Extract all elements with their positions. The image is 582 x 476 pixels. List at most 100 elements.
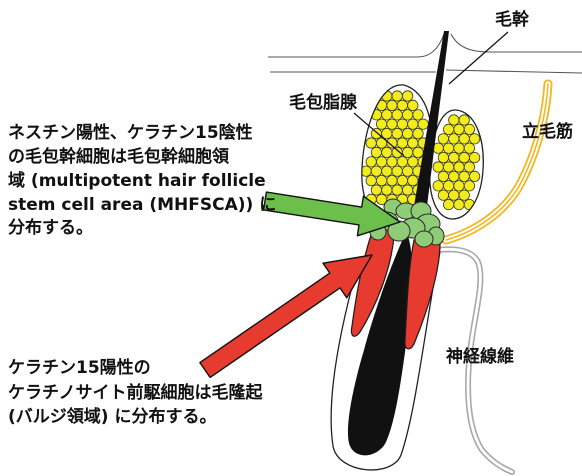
sebum-cell	[397, 138, 407, 148]
sebum-cell	[376, 175, 386, 185]
sebum-cell	[413, 147, 423, 157]
sebum-cell	[392, 110, 402, 120]
sebum-cell	[438, 134, 448, 144]
sebum-cell	[459, 115, 469, 125]
sebum-cell	[392, 128, 402, 138]
sebum-cell	[443, 143, 453, 153]
sebum-cell	[454, 181, 464, 191]
epidermis-lower-line-right	[446, 70, 582, 73]
sebum-cell	[443, 162, 453, 172]
stem-cell-note: ネスチン陽性、ケラチン15陰性 の毛包幹細胞は毛包幹細胞領 域 (multipo…	[8, 122, 276, 238]
sebum-cell	[433, 181, 443, 191]
sebum-cell	[464, 124, 474, 134]
sebum-cell	[366, 175, 376, 185]
sebum-cell	[449, 171, 459, 181]
sebum-cell	[376, 119, 386, 129]
sebum-cell	[459, 171, 469, 181]
sebum-cell	[469, 152, 479, 162]
sebum-cell	[392, 91, 402, 101]
note-line: ネスチン陽性、ケラチン15陰性	[8, 122, 253, 143]
sebum-cell	[433, 162, 443, 172]
sebum-cell	[449, 190, 459, 200]
sebum-cell	[459, 134, 469, 144]
sebum-cell	[382, 128, 392, 138]
sebum-cell	[413, 110, 423, 120]
sebum-cell	[469, 171, 479, 181]
sebum-cell	[382, 166, 392, 176]
sebum-cell	[382, 185, 392, 195]
hair-shaft-leader	[449, 32, 508, 84]
note-line: ケラチン15陽性の	[8, 357, 151, 378]
sebum-cell	[418, 119, 428, 129]
sebum-cell	[402, 185, 412, 195]
sebum-cell	[443, 181, 453, 191]
label-arrector-pili-muscle: 立毛筋	[522, 121, 573, 142]
sebum-cell	[402, 91, 412, 101]
sebum-cell	[469, 134, 479, 144]
note-line: stem cell area (MHFSCA)) に	[8, 195, 276, 215]
sebum-cell	[376, 100, 386, 110]
sebum-cell	[392, 166, 402, 176]
sebum-cell	[366, 138, 376, 148]
sebum-cell	[387, 157, 397, 167]
sebum-cell	[408, 138, 418, 148]
note-line: の毛包幹細胞は毛包幹細胞領	[8, 146, 230, 167]
sebum-cell	[464, 181, 474, 191]
skin-surface	[268, 34, 582, 73]
sebum-cell	[371, 147, 381, 157]
sebaceous-gland-right	[430, 110, 484, 219]
sebum-cell	[438, 152, 448, 162]
sebum-cell	[371, 166, 381, 176]
sebum-cell	[443, 199, 453, 209]
sebum-cell	[449, 134, 459, 144]
sebum-cell	[382, 110, 392, 120]
sebum-cell	[454, 162, 464, 172]
sebum-cell	[443, 124, 453, 134]
sebum-cell	[397, 175, 407, 185]
note-line: (バルジ領域) に分布する。	[8, 406, 216, 427]
note-line: ケラチノサイト前駆細胞は毛隆起	[8, 382, 263, 403]
note-line: 域 (multipotent hair follicle	[8, 170, 266, 191]
label-sebaceous-gland: 毛包脂腺	[289, 92, 358, 113]
sebum-cell	[371, 185, 381, 195]
sebum-cell	[371, 128, 381, 138]
bulge-lobe	[415, 231, 433, 247]
sebum-cell	[459, 190, 469, 200]
label-nerve-fiber: 神経線維	[446, 346, 514, 367]
sebum-cell	[402, 166, 412, 176]
sebum-cell	[387, 119, 397, 129]
sebum-cell	[464, 143, 474, 153]
sebum-cell	[449, 152, 459, 162]
sebum-cell	[387, 100, 397, 110]
sebum-cell	[408, 175, 418, 185]
sebum-cell	[408, 157, 418, 167]
epidermis-upper-line-right	[451, 34, 582, 52]
sebum-cell	[376, 157, 386, 167]
note-line: 分布する。	[8, 217, 93, 238]
sebum-cell	[454, 143, 464, 153]
sebum-cell	[402, 128, 412, 138]
label-hair-shaft: 毛幹	[495, 9, 530, 30]
sebum-cell	[408, 100, 418, 110]
sebum-cell	[454, 124, 464, 134]
sebum-cell	[413, 128, 423, 138]
epidermis-upper-line	[268, 34, 444, 57]
sebum-cell	[366, 157, 376, 167]
sebum-cell	[382, 147, 392, 157]
sebum-cell	[454, 199, 464, 209]
sebum-cell	[392, 185, 402, 195]
sebum-cell	[464, 162, 474, 172]
sebum-cell	[408, 119, 418, 129]
sebum-cell	[402, 110, 412, 120]
progenitor-arrow	[200, 255, 372, 377]
sebum-cell	[459, 152, 469, 162]
sebum-cell	[397, 100, 407, 110]
sebum-cell	[438, 190, 448, 200]
sebum-cell	[438, 171, 448, 181]
sebum-cell	[449, 115, 459, 125]
sebum-cell	[387, 175, 397, 185]
sebum-cell	[397, 119, 407, 129]
sebum-cell	[397, 157, 407, 167]
sebum-cell	[392, 147, 402, 157]
